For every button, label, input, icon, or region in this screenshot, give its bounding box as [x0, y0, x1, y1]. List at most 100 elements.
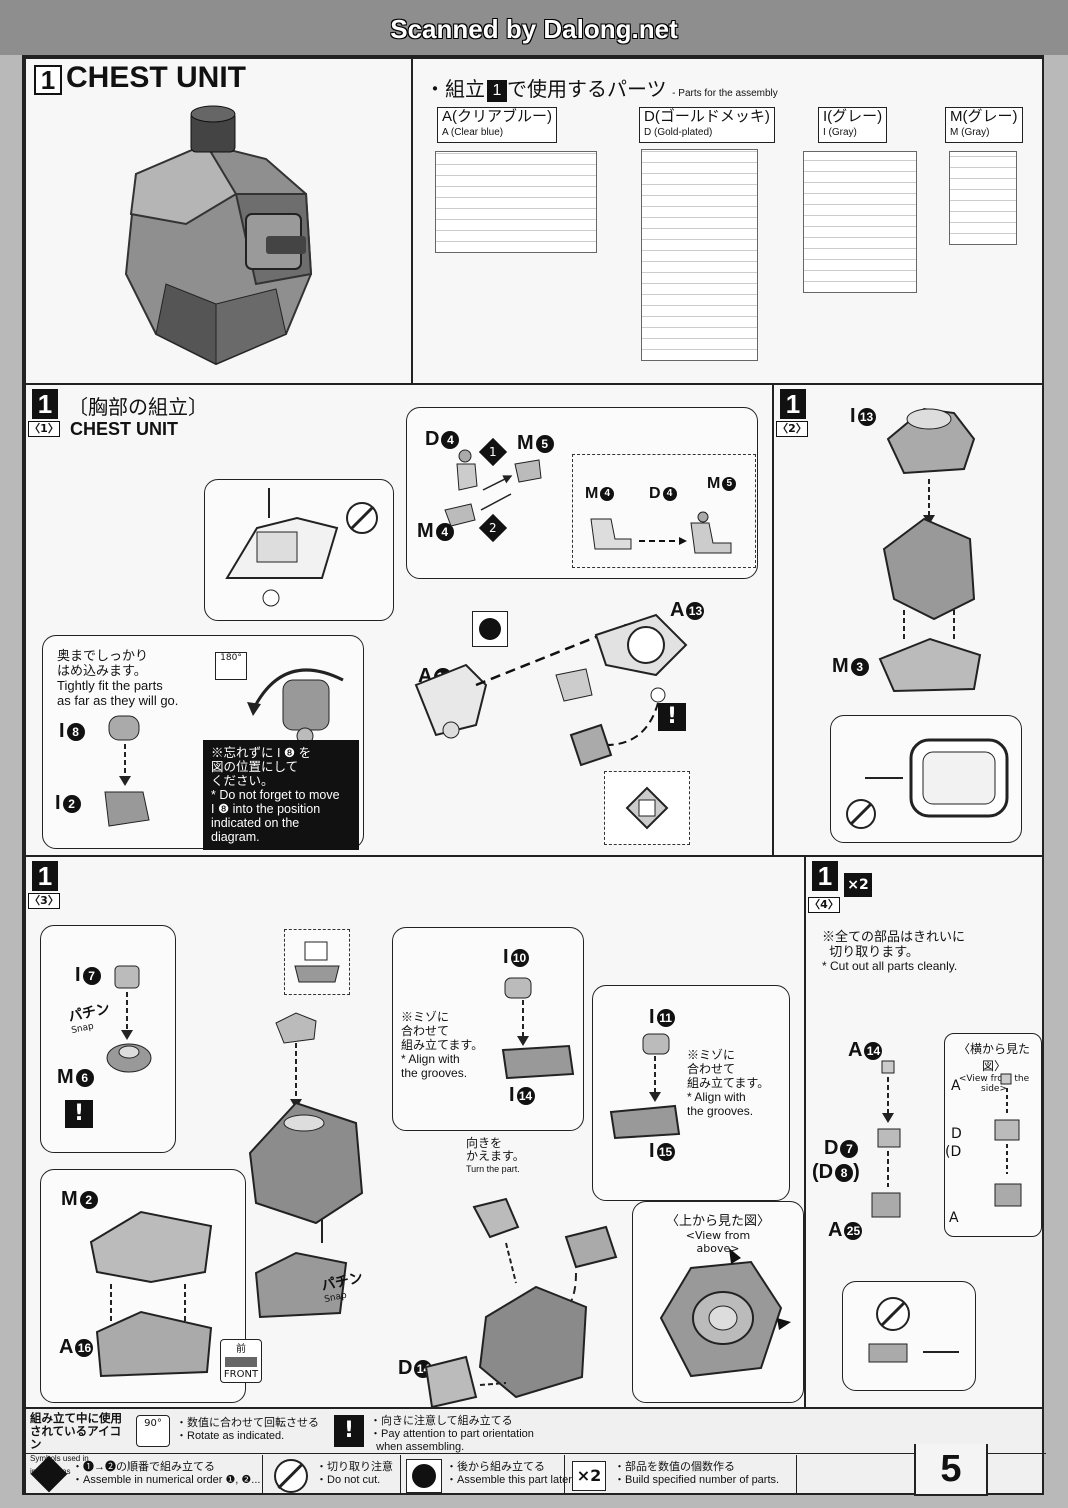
- view-from-above-label: 〈上から見た図〉<View from above>: [663, 1210, 773, 1255]
- warn-jp2: 図の位置にして: [211, 760, 299, 774]
- legend-later-icon: [406, 1459, 442, 1493]
- side-label-a14: A: [951, 1078, 961, 1094]
- rotate-180-icon: 180°: [215, 652, 247, 680]
- overview-step-number: 1: [34, 65, 62, 95]
- side-jp: 〈横から見た図〉: [957, 1042, 1030, 1073]
- rotated-part-illustration: [247, 668, 344, 745]
- do-not-cut-detail-bubble: [842, 1281, 976, 1391]
- legend-divider: [26, 1453, 1046, 1454]
- tight-fit-jp1: 奥までしっかり: [57, 648, 149, 663]
- legend-multiply: ・部品を数值の個数作る・Build specified number of pa…: [614, 1461, 780, 1486]
- runner-d-en: D (Gold-plated): [644, 127, 713, 138]
- view-from-above-bubble: 〈上から見た図〉<View from above>: [632, 1201, 804, 1403]
- legend-sep-3: [564, 1455, 565, 1495]
- m6-warning-icon: !: [65, 1100, 93, 1128]
- parts-title-en: - Parts for the assembly: [672, 88, 778, 99]
- do-not-cut-detail-illustration: [868, 1297, 959, 1363]
- i10-i14-illustration: [501, 977, 575, 1080]
- front-arrow-icon: [225, 1357, 257, 1367]
- m3-top-detail-illustration: [846, 738, 1009, 829]
- chest-unit-illustration: [124, 105, 313, 366]
- runner-label-m: M(グレー) M (Gray): [945, 107, 1023, 143]
- runner-a-sprue: [435, 151, 597, 253]
- i11-i15-illustration: [609, 1033, 681, 1140]
- legend-orientation: ・向きに注意して組み立てる・Pay attention to part orie…: [370, 1415, 534, 1453]
- side-label-d7: D: [951, 1126, 962, 1142]
- runner-label-a: A(クリアブルー)A (Clear blue): [437, 107, 557, 143]
- legend-title-jp2: されているアイコン: [30, 1426, 122, 1451]
- seat-illustration: [590, 511, 732, 554]
- above-en: <View from above>: [685, 1229, 751, 1255]
- part-orientation-illustration: [294, 941, 340, 983]
- scan-border: [0, 0, 1068, 55]
- step-1-2-number: 1: [780, 389, 806, 419]
- warning-box: ※忘れずに I ❽ を 図の位置にして ください。 * Do not forge…: [203, 740, 359, 850]
- side-label-d8: (D: [945, 1144, 962, 1160]
- pilot-figure-illustration: [444, 449, 542, 527]
- side-en: <View from the side>: [958, 1074, 1030, 1094]
- legend-do-not-cut: ・切り取り注意・Do not cut.: [316, 1461, 393, 1486]
- front-jp: 前: [236, 1344, 246, 1355]
- legend-multiply-icon: ×2: [572, 1461, 606, 1491]
- top-view-illustration: [659, 1248, 791, 1378]
- i7-m6-illustration: [106, 965, 152, 1073]
- warn-en3: indicated on the diagram.: [211, 816, 300, 844]
- tight-fit-en2: as far as they will go.: [57, 693, 179, 708]
- step-1-3-number: 1: [32, 861, 58, 891]
- side-view-bubble: 〈横から見た図〉<View from the side> A D (D A: [944, 1033, 1042, 1237]
- step-1-2-illustration: [878, 407, 982, 693]
- side-view-illustration: [994, 1073, 1022, 1207]
- runner-a-jp: A(クリアブルー): [442, 108, 552, 125]
- legend-do-not-cut-icon: [274, 1459, 308, 1493]
- runner-m-en: M (Gray): [950, 127, 990, 138]
- legend-orientation-icon: !: [334, 1415, 364, 1447]
- runner-m-sprue: [949, 151, 1017, 245]
- canopy-top-illustration: [225, 488, 378, 607]
- side-view-label: 〈横から見た図〉<View from the side>: [949, 1040, 1039, 1094]
- torso-assembly-illustration: [424, 1197, 618, 1409]
- i8-i2-illustration: [104, 715, 150, 827]
- do-not-cut-bubble: [204, 479, 394, 621]
- step-1-1-substep: 〈1〉: [28, 421, 60, 437]
- step-1-4-substep: 〈4〉: [808, 897, 840, 913]
- runner-m-jp: M(グレー): [950, 108, 1018, 125]
- tight-fit-note: 奥までしっかり はめ込みます。 Tightly fit the parts as…: [57, 648, 178, 708]
- warn-en1: * Do not forget to move: [211, 788, 340, 802]
- warn-en2: I ❽ into the position: [211, 802, 321, 816]
- step-1-1-title-en: CHEST UNIT: [70, 419, 178, 439]
- runner-d-jp: D(ゴールドメッキ): [644, 108, 770, 125]
- page-number: 5: [914, 1444, 988, 1496]
- main-assembly-illustration: [414, 613, 688, 767]
- detail-view-box: [604, 771, 690, 845]
- detail-part-illustration: [625, 786, 669, 830]
- runner-label-i: I(グレー)I (Gray): [818, 107, 888, 143]
- cut-cleanly-note: ※全ての部品はきれいに 切り取ります。* Cut out all parts c…: [822, 929, 966, 973]
- m2-a16-illustration: [89, 1210, 213, 1378]
